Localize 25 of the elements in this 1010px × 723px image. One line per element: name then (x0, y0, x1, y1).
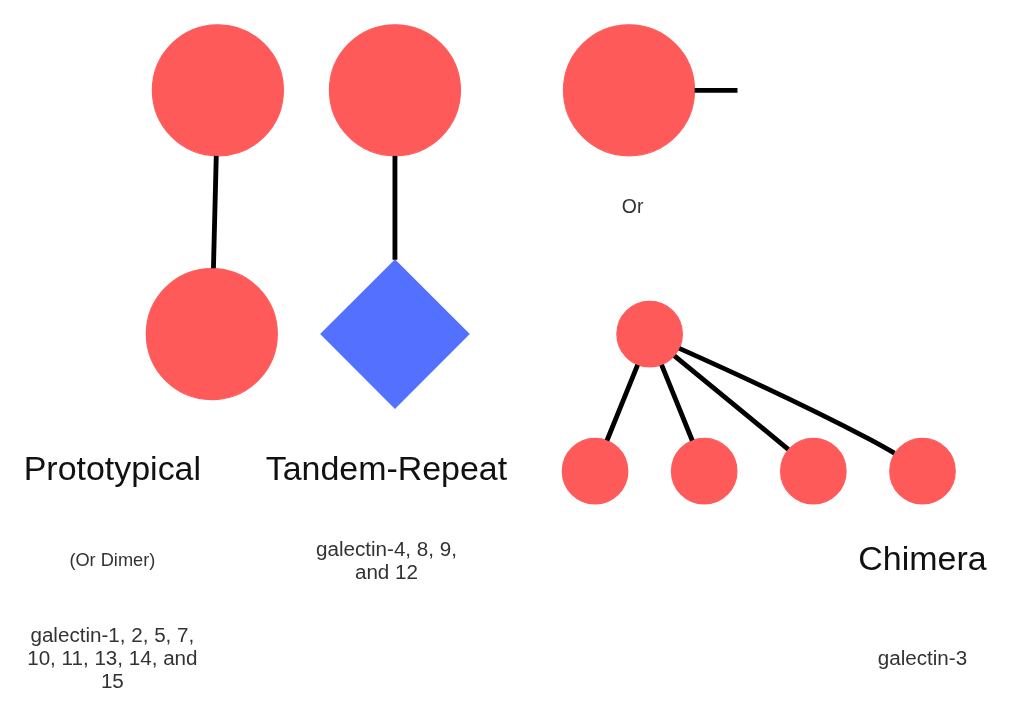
connector (659, 363, 695, 441)
label: Prototypical (23, 448, 202, 487)
label: galectin-3 (877, 645, 968, 669)
node-circle (889, 437, 956, 504)
label: galectin-4, 8, 9, and 12 (315, 536, 457, 583)
node-circle (145, 267, 278, 400)
connector (211, 155, 219, 268)
node-circle (616, 300, 683, 367)
label: Or (621, 194, 644, 217)
label: Chimera (858, 538, 987, 577)
label: galectin-1, 2, 5, 7, 10, 11, 13, 14, and 15 (27, 622, 198, 692)
node-circle (670, 437, 738, 504)
node-circle (562, 23, 696, 156)
node-circle (151, 23, 284, 156)
node-diamond (320, 258, 470, 409)
connector (678, 345, 896, 455)
node-circle (328, 23, 462, 156)
label: Tandem-Repeat (265, 448, 508, 487)
node-circle (561, 437, 629, 504)
node-circle (780, 437, 847, 504)
connector (604, 363, 640, 441)
connector (672, 353, 790, 451)
connector (392, 155, 398, 260)
connector (694, 87, 738, 93)
label: (Or Dimer) (69, 549, 156, 570)
